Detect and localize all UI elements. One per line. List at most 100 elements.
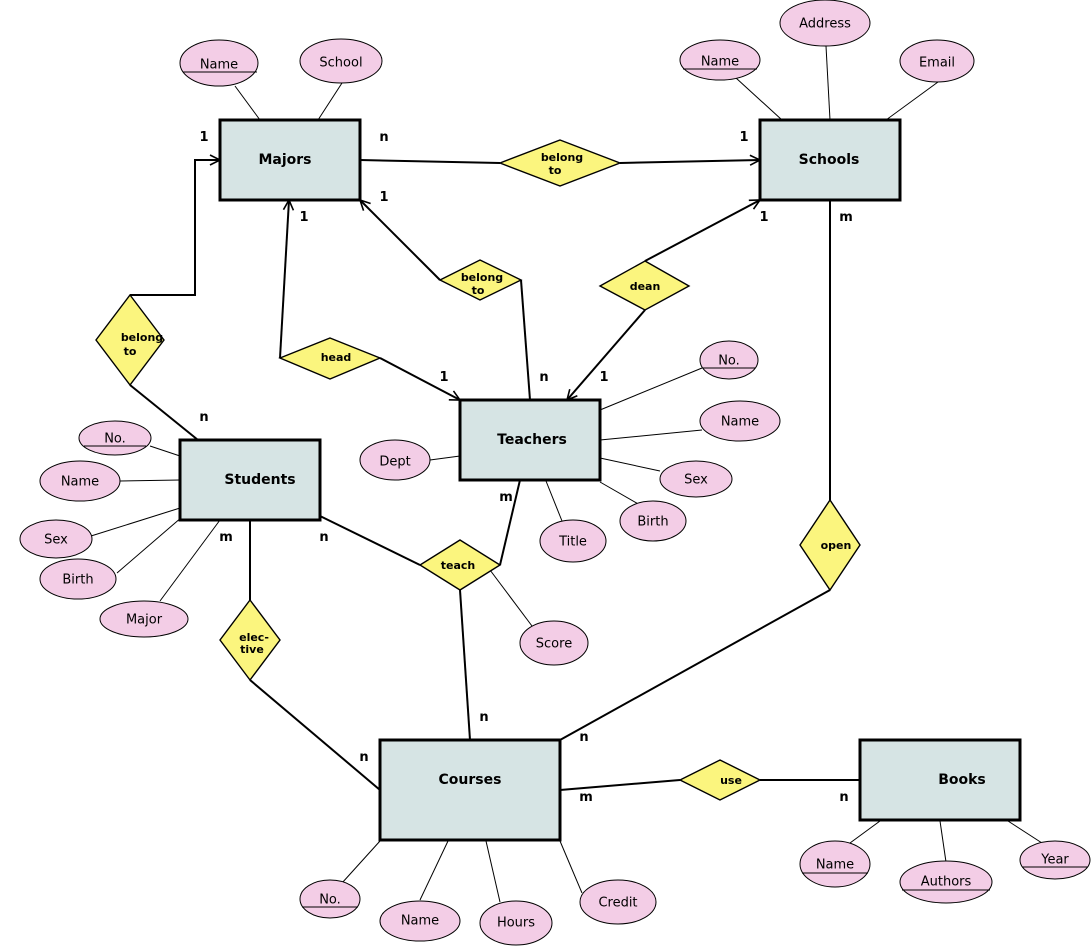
cardinality-label: 1	[439, 370, 448, 385]
cardinality-label: n	[319, 530, 328, 545]
relationship-majors-belong-to-schools[interactable]: belong to	[498, 139, 622, 187]
entity-teachers[interactable]: Teachers	[458, 398, 602, 482]
attribute-label: Score	[536, 637, 572, 652]
relationship-head[interactable]: head	[278, 337, 382, 380]
attribute-label: No.	[718, 354, 740, 369]
entity-label: Books	[938, 772, 986, 788]
entity-schools[interactable]: Schools	[758, 118, 902, 202]
relationship-teach[interactable]: teach	[418, 539, 502, 591]
entity-majors[interactable]: Majors	[218, 118, 362, 202]
attribute-label: Sex	[684, 473, 708, 488]
attribute-schools-address[interactable]: Address	[779, 0, 871, 47]
relationship-label-line2: tive	[240, 643, 264, 656]
relationship-label-line2: to	[472, 284, 485, 297]
attribute-majors-school[interactable]: School	[299, 38, 383, 84]
relationship-open[interactable]: open	[799, 498, 861, 592]
attribute-courses-no[interactable]: No.	[299, 879, 361, 919]
attribute-majors-name[interactable]: Name	[179, 39, 259, 87]
cardinality-label: 1	[739, 130, 748, 145]
entity-books[interactable]: Books	[858, 738, 1022, 822]
attribute-students-birth[interactable]: Birth	[39, 558, 117, 600]
cardinality-label: n	[199, 410, 208, 425]
attribute-students-sex[interactable]: Sex	[19, 519, 93, 559]
cardinality-label: n	[839, 790, 848, 805]
attribute-label: School	[319, 56, 362, 71]
attribute-teachers-name[interactable]: Name	[699, 400, 781, 442]
relationship-elective[interactable]: elec- tive	[219, 598, 281, 682]
cardinality-label: 1	[599, 370, 608, 385]
entity-label: Majors	[258, 152, 311, 168]
relationship-students-belong-to-majors[interactable]: belong to	[95, 293, 165, 387]
attribute-label: Hours	[497, 916, 535, 931]
attribute-label: Year	[1040, 853, 1069, 868]
relationship-label-line1: belong	[541, 151, 583, 164]
cardinality-label: n	[479, 710, 488, 725]
cardinality-label: n	[359, 750, 368, 765]
relationship-label: use	[720, 774, 742, 787]
cardinality-labels: n 1 1 1 1 1 m 1 n 1 n m m n n n n m n	[199, 130, 852, 805]
attribute-connectors	[90, 45, 1043, 903]
relationship-label: dean	[630, 280, 661, 293]
attribute-label: Address	[799, 17, 851, 32]
attribute-books-year[interactable]: Year	[1019, 840, 1091, 880]
attribute-teachers-title[interactable]: Title	[539, 519, 607, 563]
cardinality-label: n	[539, 370, 548, 385]
entity-label: Students	[224, 472, 295, 488]
attribute-label: Name	[816, 858, 854, 873]
attribute-books-authors[interactable]: Authors	[899, 860, 993, 904]
attribute-label: No.	[319, 893, 341, 908]
relationship-label-line1: belong	[121, 331, 163, 344]
cardinality-label: 1	[759, 210, 768, 225]
attribute-label: Email	[919, 56, 955, 71]
attribute-label: Sex	[44, 533, 68, 548]
attribute-courses-hours[interactable]: Hours	[479, 900, 553, 946]
attribute-label: Dept	[379, 455, 410, 470]
attribute-schools-email[interactable]: Email	[899, 39, 975, 83]
attribute-label: Authors	[921, 875, 972, 890]
attribute-courses-name[interactable]: Name	[379, 900, 461, 942]
attribute-label: Birth	[62, 573, 93, 588]
cardinality-label: m	[839, 210, 853, 225]
attribute-label: Name	[721, 415, 759, 430]
cardinality-label: n	[579, 730, 588, 745]
attribute-label: Credit	[598, 896, 637, 911]
cardinality-label: 1	[199, 130, 208, 145]
entity-students[interactable]: Students	[178, 438, 322, 522]
attribute-teachers-no[interactable]: No.	[699, 340, 759, 380]
relationship-label-line2: to	[549, 164, 562, 177]
attribute-students-major[interactable]: Major	[99, 600, 189, 638]
attribute-label: No.	[104, 432, 126, 447]
attribute-courses-credit[interactable]: Credit	[579, 879, 657, 925]
attribute-label: Major	[126, 613, 163, 628]
cardinality-label: 1	[379, 190, 388, 205]
relationship-label: head	[321, 351, 352, 364]
attribute-teachers-sex[interactable]: Sex	[659, 460, 733, 498]
attribute-label: Name	[200, 58, 238, 73]
attribute-students-name[interactable]: Name	[39, 460, 121, 502]
attribute-teach-score[interactable]: Score	[519, 620, 589, 666]
relationship-label-line2: to	[124, 345, 137, 358]
relationship-label-line1: elec-	[239, 631, 269, 644]
attribute-label: Name	[401, 914, 439, 929]
attribute-label: Birth	[637, 515, 668, 530]
cardinality-label: m	[219, 530, 233, 545]
relationship-label: open	[821, 539, 852, 552]
attribute-teachers-birth[interactable]: Birth	[619, 500, 687, 542]
relationship-dean[interactable]: dean	[598, 260, 691, 311]
relationship-label: teach	[441, 559, 476, 572]
attribute-label: Name	[701, 55, 739, 70]
cardinality-label: 1	[299, 210, 308, 225]
entity-courses[interactable]: Courses	[378, 738, 562, 842]
cardinality-label: m	[499, 490, 513, 505]
attribute-books-name[interactable]: Name	[799, 840, 871, 888]
relationship-use[interactable]: use	[678, 759, 762, 801]
attribute-label: Name	[61, 475, 99, 490]
entity-label: Courses	[439, 772, 502, 788]
relationship-teachers-belong-to-majors[interactable]: belong to	[438, 259, 523, 301]
attribute-teachers-dept[interactable]: Dept	[359, 439, 431, 481]
attribute-students-no[interactable]: No.	[78, 420, 152, 456]
attribute-schools-name[interactable]: Name	[679, 39, 761, 81]
relationship-connectors	[129, 160, 860, 791]
cardinality-label: m	[579, 790, 593, 805]
